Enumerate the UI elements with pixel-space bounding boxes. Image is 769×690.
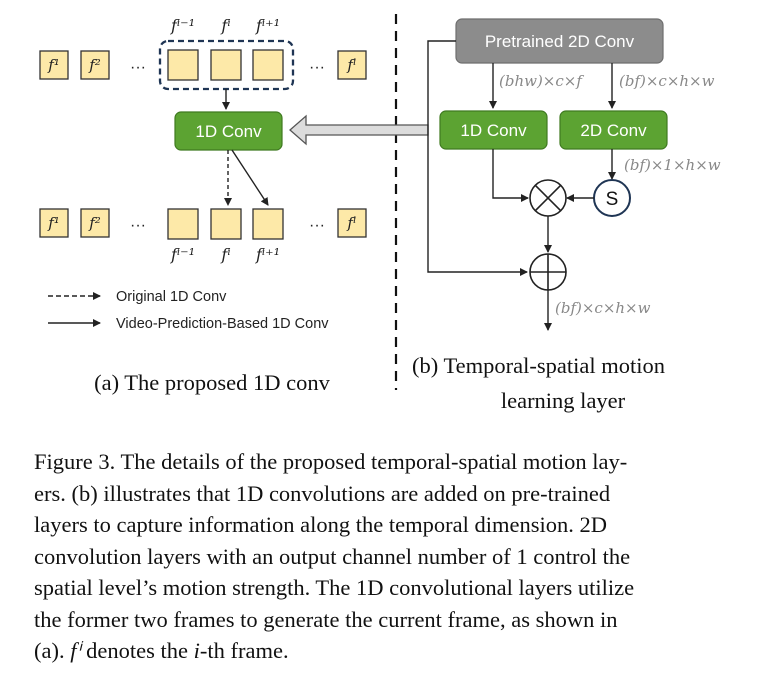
- pretrained-2d-conv-label: Pretrained 2D Conv: [485, 32, 635, 51]
- frame-top-1-label: f¹: [47, 56, 60, 74]
- diagram: f¹ f² ··· fⁱ⁻¹ fⁱ fⁱ⁺¹ ··· fˡ 1D Conv f¹…: [39, 14, 721, 413]
- frame-bottom-i-label: fⁱ: [220, 245, 230, 264]
- frame-bottom-1-label: f¹: [47, 214, 60, 232]
- frame-bottom-2-label: f²: [88, 214, 101, 232]
- frame-bottom-i-1-label: fⁱ⁻¹: [170, 245, 195, 264]
- frame-bottom-i-1: [167, 208, 199, 240]
- caption-fi: fⁱ: [70, 638, 81, 663]
- legend-solid-label: Video-Prediction-Based 1D Conv: [116, 316, 329, 332]
- frame-top-i-1-label: fⁱ⁻¹: [170, 16, 195, 35]
- caption-line-2: ers. (b) illustrates that 1D convolution…: [34, 480, 611, 506]
- panel-a: f¹ f² ··· fⁱ⁻¹ fⁱ fⁱ⁺¹ ··· fˡ 1D Conv f¹…: [39, 16, 367, 395]
- frame-bottom-i+1: [252, 208, 284, 240]
- frame-top-i+1-label: fⁱ⁺¹: [255, 16, 280, 35]
- caption-a: (a) The proposed 1D conv: [94, 370, 331, 395]
- residual-path: [427, 40, 528, 276]
- caption-line-4: convolution layers with an output channe…: [34, 543, 631, 569]
- caption-b-line2: learning layer: [501, 388, 626, 413]
- conv2d-box: [559, 110, 668, 150]
- arrow-1d-to-mult: [492, 149, 529, 202]
- caption-line-7-b: denotes the: [80, 638, 194, 663]
- panel-b: Pretrained 2D Conv (bhw)×c×f (bf)×c×h×w …: [412, 18, 721, 413]
- caption-line-7-c: -th frame.: [199, 638, 289, 663]
- ellipsis-top-right: ···: [309, 59, 325, 76]
- ellipsis-bottom-right: ···: [309, 217, 325, 234]
- caption-line-5: spatial level’s motion strength. The 1D …: [34, 575, 635, 600]
- frame-top-i-label: fⁱ: [220, 16, 230, 35]
- caption-line-1: Figure 3. The details of the proposed te…: [34, 449, 628, 474]
- frame-bottom-l: [337, 208, 367, 238]
- conv1d-label-b: 1D Conv: [460, 121, 527, 140]
- conv2d-label: 2D Conv: [580, 121, 647, 140]
- frame-bottom-l-label: fˡ: [346, 214, 356, 232]
- frame-top-1: [39, 50, 69, 80]
- frame-top-l: [337, 50, 367, 80]
- hollow-arrow: [289, 114, 429, 146]
- caption-line-3: layers to capture information along the …: [34, 512, 607, 537]
- ellipsis-top-left: ···: [130, 59, 146, 76]
- sigmoid-label: S: [606, 189, 619, 210]
- arrow-solid-to-fi1: [231, 149, 269, 206]
- frame-top-i: [210, 49, 242, 81]
- frame-bottom-1: [39, 208, 69, 238]
- caption-line-7: (a). fⁱ denotes the i-th frame.: [34, 635, 746, 667]
- frame-top-i+1: [252, 49, 284, 81]
- dim-right: (bf)×c×h×w: [619, 72, 715, 90]
- dim-left: (bhw)×c×f: [499, 72, 584, 90]
- caption-line-7-a: (a).: [34, 638, 71, 663]
- frame-bottom-2: [80, 208, 110, 238]
- dim-out: (bf)×c×h×w: [555, 299, 651, 317]
- frame-top-2-label: f²: [88, 56, 101, 74]
- caption-line-6: the former two frames to generate the cu…: [34, 606, 618, 632]
- conv1d-label-a: 1D Conv: [195, 122, 262, 141]
- dim-sig: (bf)×1×h×w: [624, 156, 721, 174]
- legend-dashed-label: Original 1D Conv: [116, 289, 227, 305]
- caption-i: i: [193, 638, 200, 663]
- frame-top-l-label: fˡ: [346, 56, 356, 74]
- caption-b-line1: (b) Temporal-spatial motion: [412, 353, 665, 378]
- frame-top-2: [80, 50, 110, 80]
- multiply-icon-b: [534, 184, 562, 212]
- figure-caption: Figure 3. The details of the proposed te…: [34, 446, 746, 667]
- frame-top-i-1: [167, 49, 199, 81]
- frame-bottom-i: [210, 208, 242, 240]
- ellipsis-bottom-left: ···: [130, 217, 146, 234]
- frame-bottom-i+1-label: fⁱ⁺¹: [255, 245, 280, 264]
